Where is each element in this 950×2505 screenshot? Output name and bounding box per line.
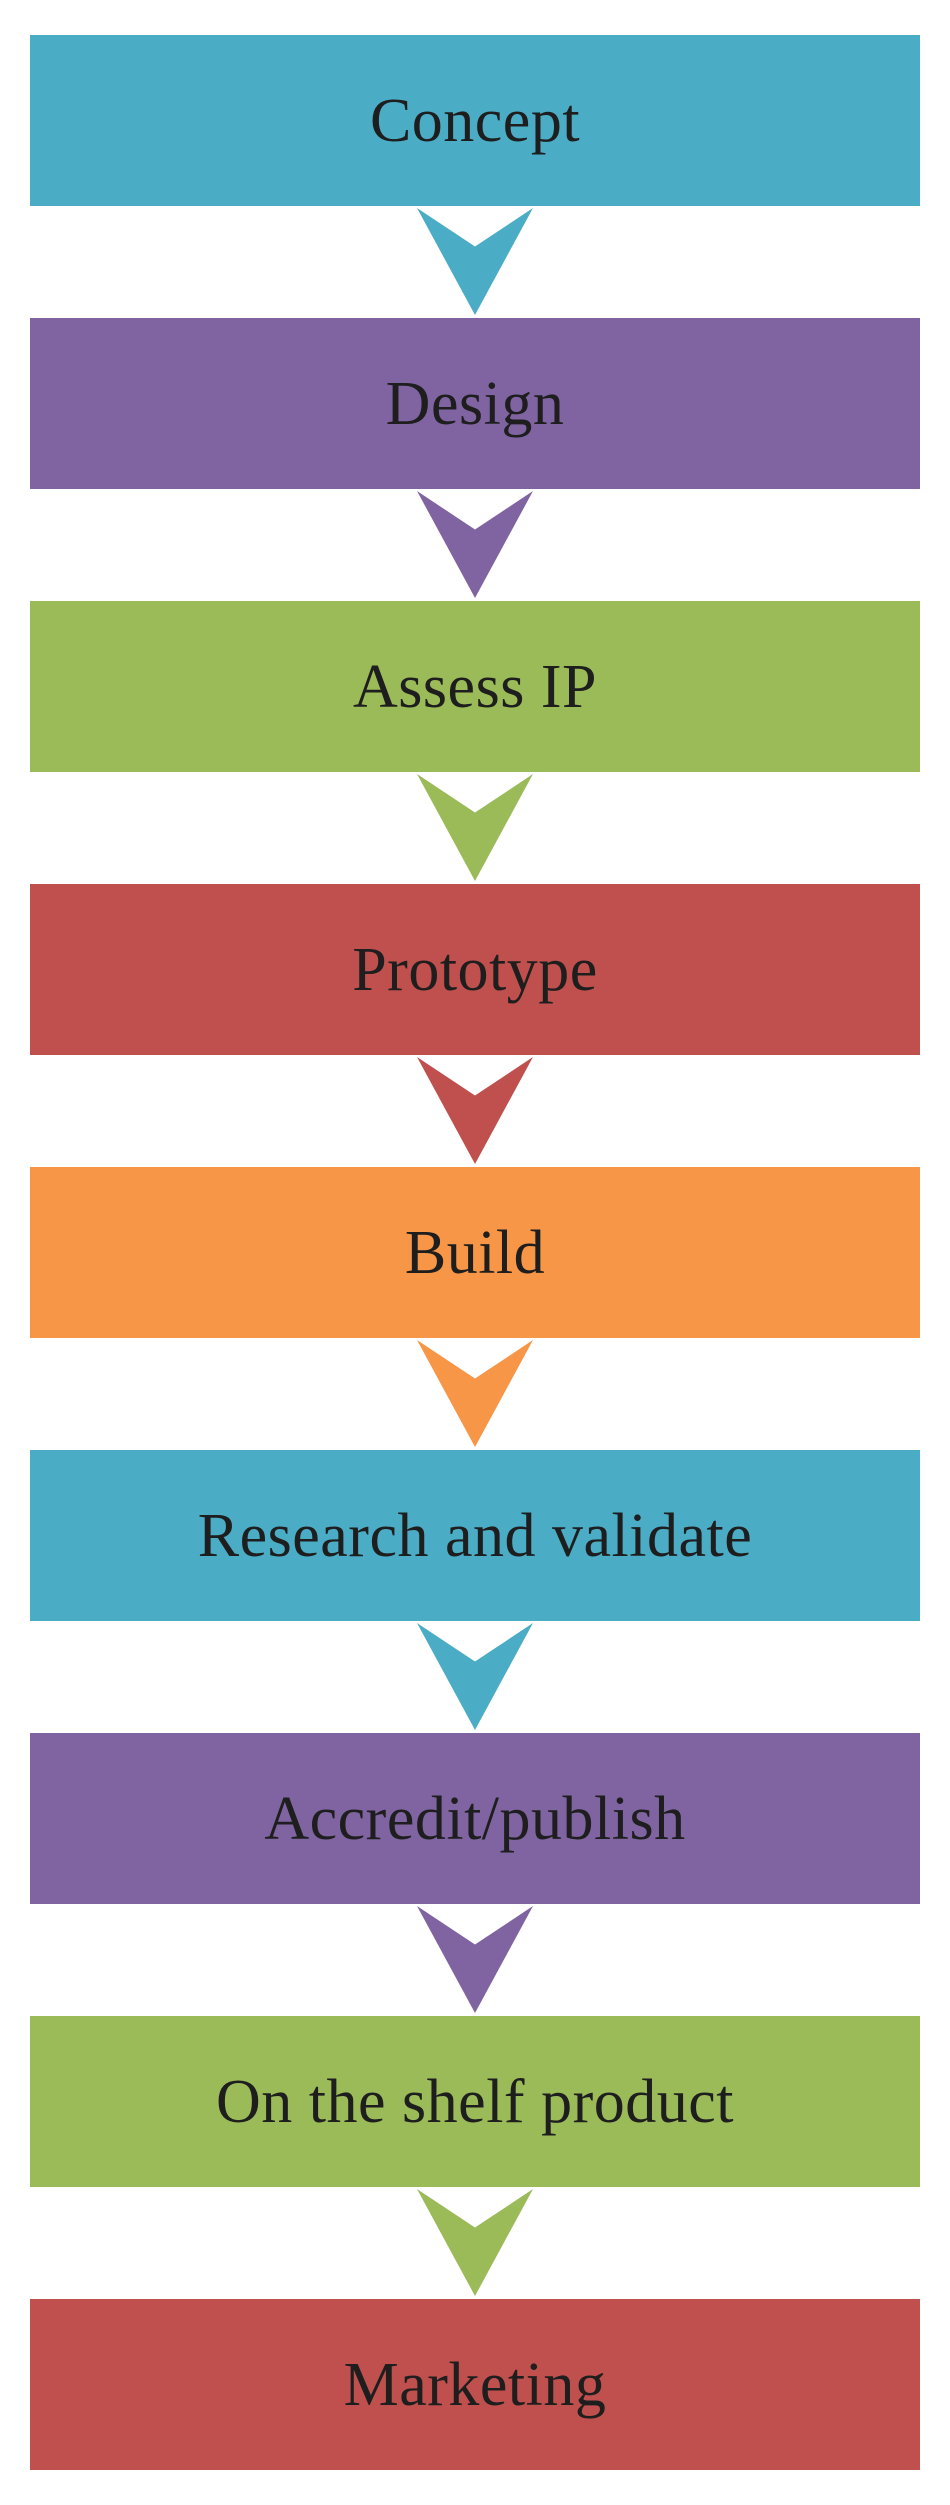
down-arrow-icon <box>417 772 533 884</box>
process-step-box: Marketing <box>30 2299 920 2470</box>
process-step-label: Marketing <box>343 2350 607 2419</box>
process-step-3: Assess IP <box>0 601 950 884</box>
down-arrow-icon <box>417 206 533 318</box>
down-arrow-shape <box>417 1623 533 1730</box>
process-step-label: Design <box>385 369 565 438</box>
down-arrow-icon <box>417 1621 533 1733</box>
down-arrow-shape <box>417 208 533 315</box>
down-arrow-shape <box>417 2189 533 2296</box>
process-step-label: Concept <box>369 86 581 155</box>
process-step-box: Build <box>30 1167 920 1338</box>
down-arrow-icon <box>417 1904 533 2016</box>
down-arrow-icon <box>417 1055 533 1167</box>
process-step-box: Research and validate <box>30 1450 920 1621</box>
down-arrow-shape <box>417 774 533 881</box>
process-step-label: Research and validate <box>197 1501 753 1570</box>
down-arrow-icon <box>417 1338 533 1450</box>
process-step-label: Accredit/publish <box>264 1784 686 1853</box>
process-step-box: Concept <box>30 35 920 206</box>
process-step-5: Build <box>0 1167 950 1450</box>
down-arrow-shape <box>417 1906 533 2013</box>
down-arrow-shape <box>417 491 533 598</box>
process-step-4: Prototype <box>0 884 950 1167</box>
process-step-9: Marketing <box>0 2299 950 2470</box>
process-step-2: Design <box>0 318 950 601</box>
down-arrow-shape <box>417 1340 533 1447</box>
process-step-box: Prototype <box>30 884 920 1055</box>
process-step-box: Accredit/publish <box>30 1733 920 1904</box>
process-step-box: On the shelf product <box>30 2016 920 2187</box>
process-step-box: Design <box>30 318 920 489</box>
process-step-1: Concept <box>0 35 950 318</box>
process-step-box: Assess IP <box>30 601 920 772</box>
process-step-label: Prototype <box>352 935 598 1004</box>
down-arrow-icon <box>417 2187 533 2299</box>
process-step-8: On the shelf product <box>0 2016 950 2299</box>
process-step-label: Build <box>404 1218 546 1287</box>
process-step-6: Research and validate <box>0 1450 950 1733</box>
down-arrow-shape <box>417 1057 533 1164</box>
process-step-7: Accredit/publish <box>0 1733 950 2016</box>
process-step-label: On the shelf product <box>216 2067 734 2136</box>
down-arrow-icon <box>417 489 533 601</box>
process-step-label: Assess IP <box>353 652 597 721</box>
